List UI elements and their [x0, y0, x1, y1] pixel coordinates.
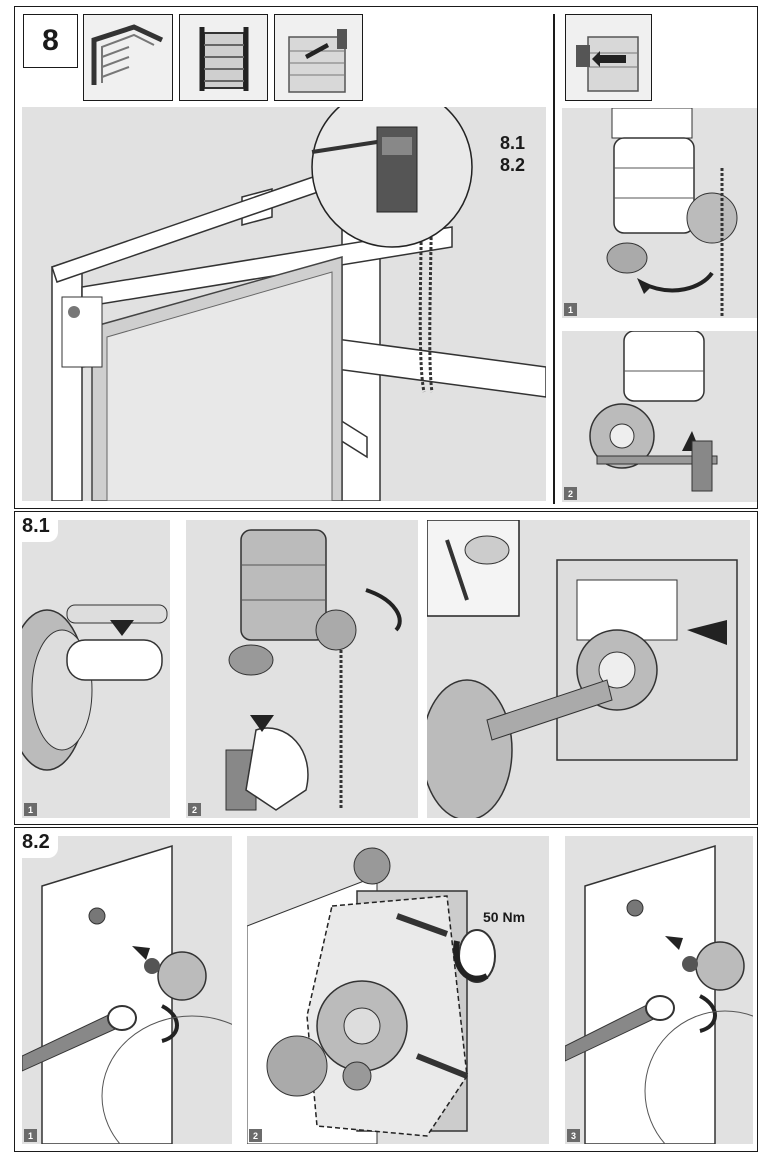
motor-panel-1: 1 — [562, 108, 757, 318]
section-8-1-panel-1: 1 — [22, 520, 170, 818]
operator-detail-icon — [565, 14, 652, 101]
roller-door-icon — [179, 14, 268, 101]
sectional-door-icon — [83, 14, 173, 101]
sub-number: 1 — [564, 303, 577, 316]
sub-number: 1 — [24, 1129, 37, 1142]
section-8-2-panel-3: 3 — [565, 836, 753, 1144]
section-8-1-panel-2: 2 — [186, 520, 418, 818]
torque-value: 50 Nm — [483, 909, 526, 925]
section-8-1-label: 8.1 — [16, 513, 58, 542]
step-callouts: 8.1 8.2 — [500, 133, 526, 175]
overview-panel — [22, 107, 546, 501]
motor-panel-2: 2 — [562, 331, 757, 502]
sub-number: 2 — [564, 487, 577, 500]
section-8-1-panel-3 — [427, 520, 750, 818]
sub-number: 3 — [567, 1129, 580, 1142]
sub-number: 2 — [249, 1129, 262, 1142]
top-divider — [553, 14, 555, 504]
operator-install-icon — [274, 14, 363, 101]
sub-number: 1 — [24, 803, 37, 816]
sub-number: 2 — [188, 803, 201, 816]
step-number: 8 — [23, 14, 78, 68]
section-8-2-panel-1: 1 — [22, 836, 232, 1144]
section-8-2-panel-2: 2 — [247, 836, 549, 1144]
section-8-2-label: 8.2 — [16, 829, 58, 858]
